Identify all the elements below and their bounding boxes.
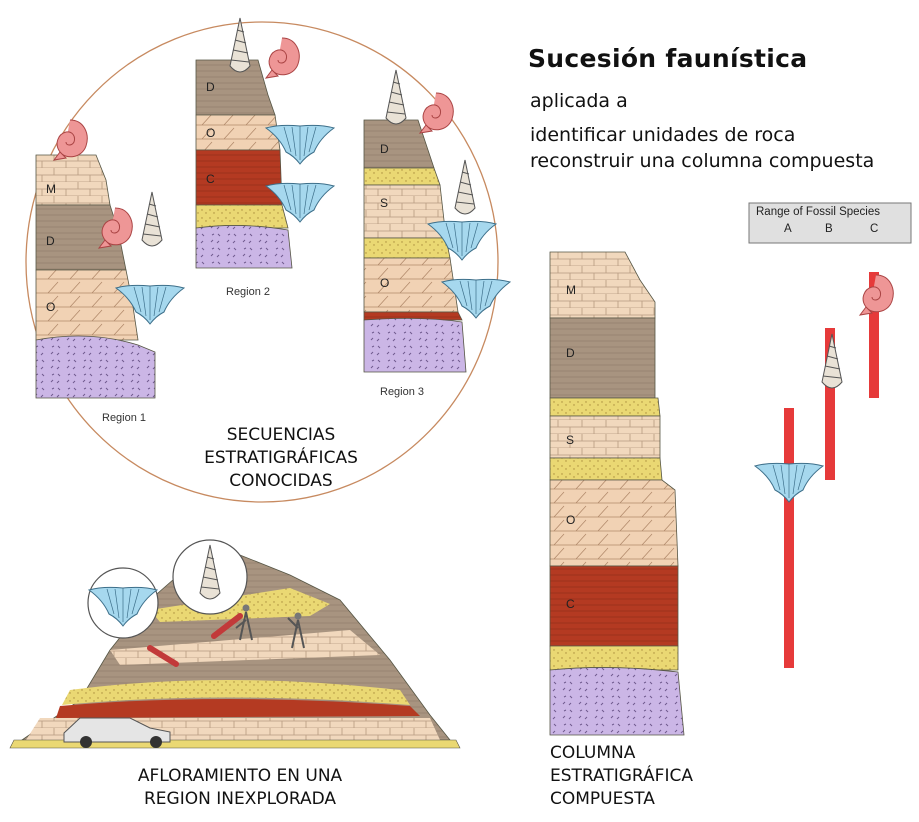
composite-column <box>550 252 684 735</box>
caption-line: COMPUESTA <box>550 788 693 811</box>
caption-line: COLUMNA <box>550 742 693 765</box>
composite-caption: COLUMNA ESTRATIGRÁFICA COMPUESTA <box>550 742 693 811</box>
main-title: Sucesión faunística <box>528 44 807 73</box>
composite-label-c: C <box>566 597 575 611</box>
range-bar-a <box>784 408 794 668</box>
composite-label-m: M <box>566 283 576 297</box>
col1-label-m: M <box>46 182 56 196</box>
col3-label-s: S <box>380 196 388 210</box>
region-1-label: Region 1 <box>102 412 146 424</box>
brachiopod-icon <box>755 463 823 502</box>
caption-line: ESTRATIGRÁFICAS <box>196 447 366 470</box>
caption-line: REGION INEXPLORADA <box>110 788 370 811</box>
caption-line: ESTRATIGRÁFICA <box>550 765 693 788</box>
caption-line: AFLORAMIENTO EN UNA <box>110 765 370 788</box>
region-3-label: Region 3 <box>380 386 424 398</box>
subtitle-line-2: identificar unidades de roca <box>530 124 795 146</box>
caption-line: CONOCIDAS <box>196 470 366 493</box>
region-2-label: Region 2 <box>226 286 270 298</box>
col1-label-o: O <box>46 300 55 314</box>
col2-label-o: O <box>206 126 215 140</box>
composite-label-d: D <box>566 346 575 360</box>
col1-label-d: D <box>46 234 55 248</box>
col2-label-d: D <box>206 80 215 94</box>
range-species-b: B <box>825 223 833 235</box>
range-box-title: Range of Fossil Species <box>756 206 880 218</box>
col3-label-d: D <box>380 142 389 156</box>
outcrop-caption: AFLORAMIENTO EN UNA REGION INEXPLORADA <box>110 765 370 811</box>
subtitle-line-3: reconstruir una columna compuesta <box>530 150 874 172</box>
subtitle-line-1: aplicada a <box>530 90 628 112</box>
outcrop-illustration <box>10 540 460 748</box>
col3-label-o: O <box>380 276 389 290</box>
caption-line: SECUENCIAS <box>196 424 366 447</box>
ammonoid-icon <box>860 275 893 315</box>
composite-label-s: S <box>566 433 574 447</box>
col2-label-c: C <box>206 172 215 186</box>
composite-label-o: O <box>566 513 575 527</box>
range-species-c: C <box>870 223 878 235</box>
known-sequences-caption: SECUENCIAS ESTRATIGRÁFICAS CONOCIDAS <box>196 424 366 493</box>
range-species-a: A <box>784 223 792 235</box>
